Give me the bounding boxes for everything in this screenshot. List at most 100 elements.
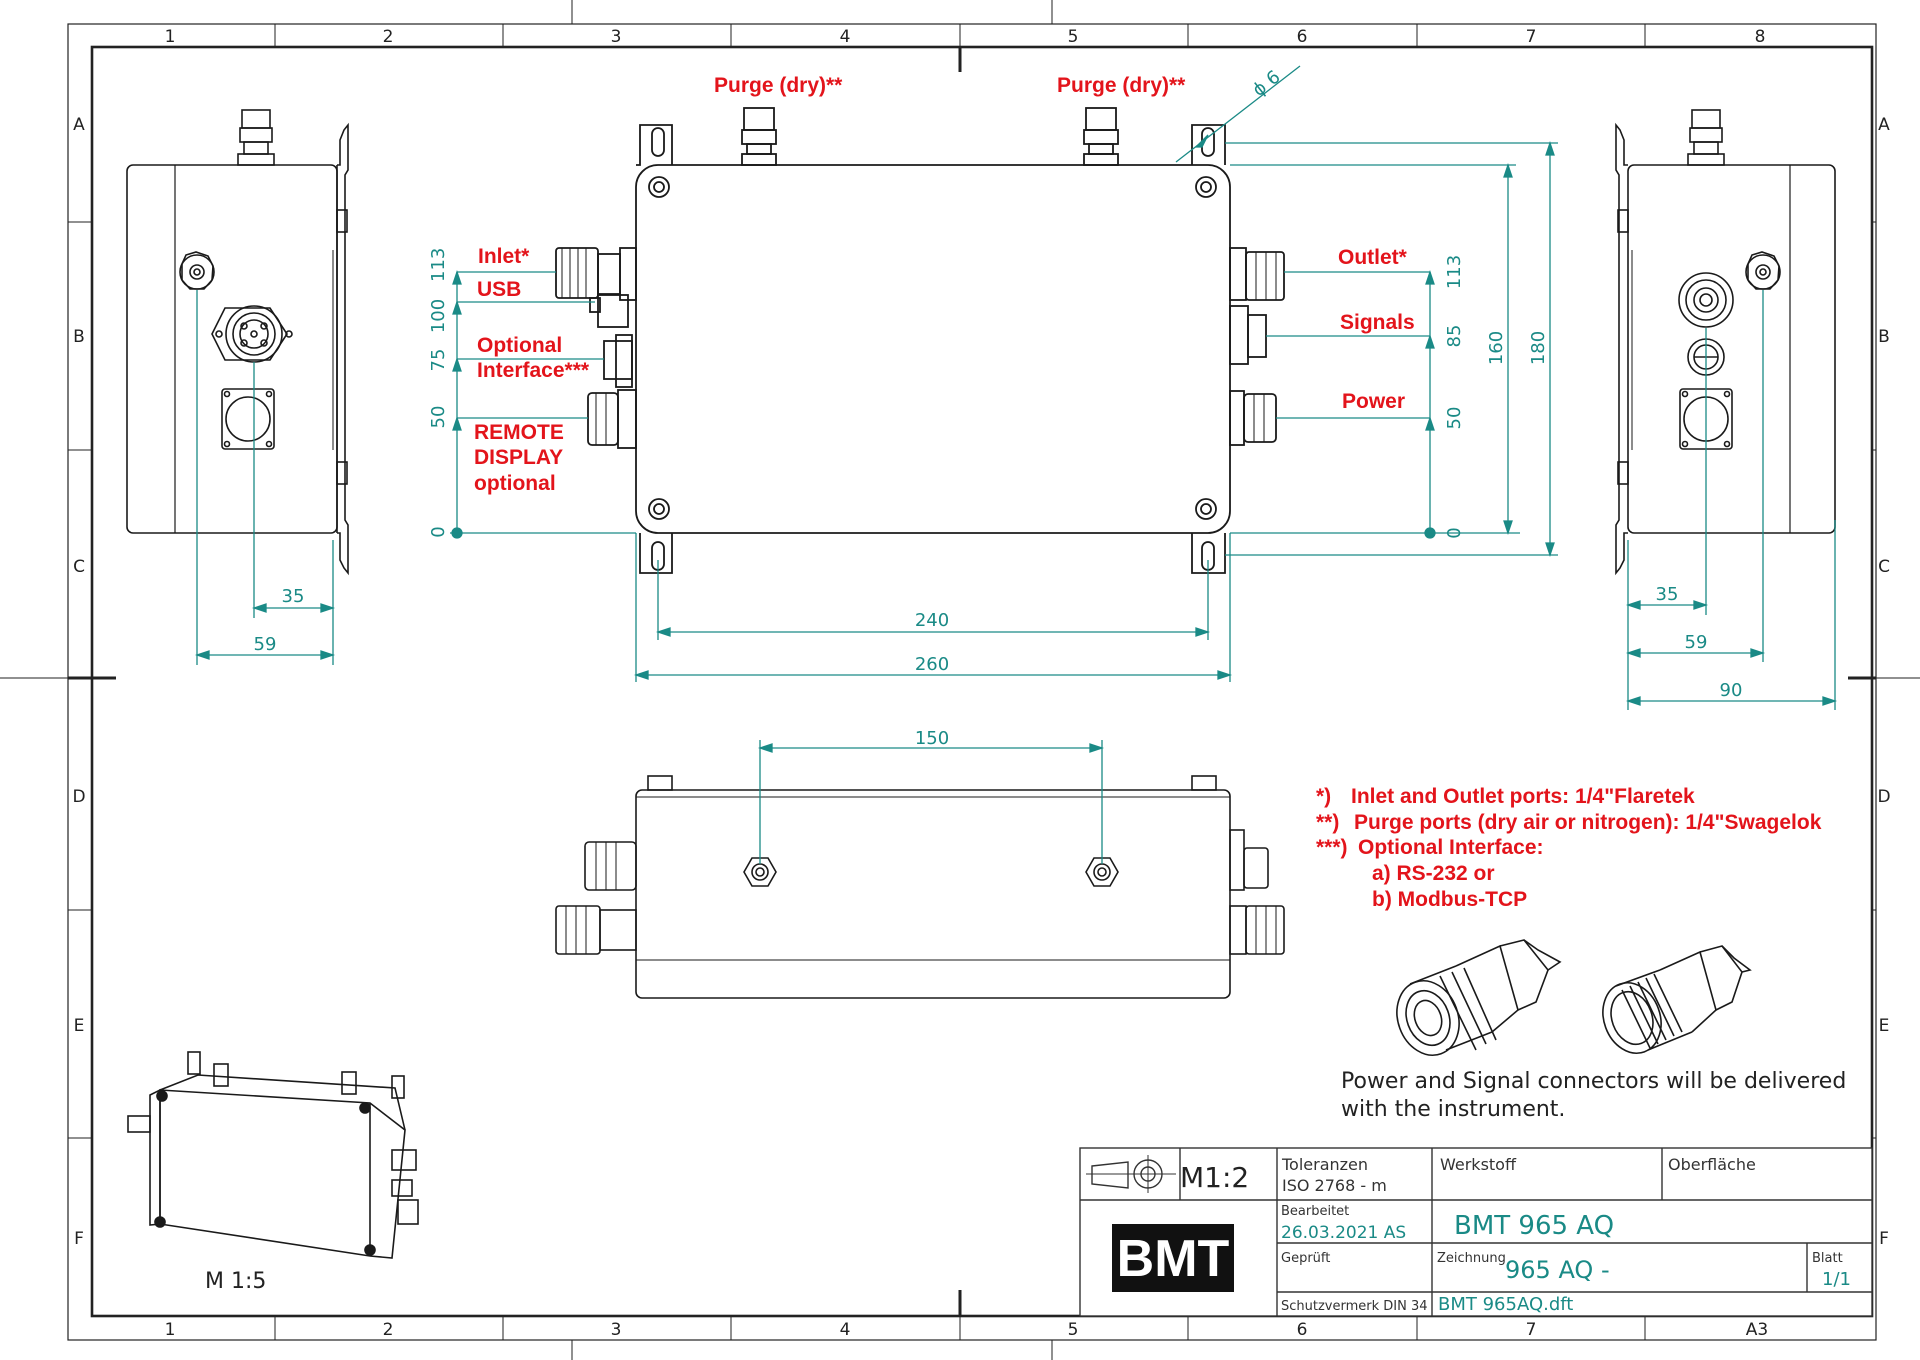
- row-label-left-d: D: [72, 787, 85, 807]
- toleranzen-value: ISO 2768 - m: [1282, 1176, 1387, 1195]
- dim-left-0: 0: [428, 526, 449, 537]
- col-label-top-8: 8: [1755, 27, 1766, 47]
- blatt-label: Blatt: [1812, 1251, 1843, 1266]
- dim-right-50: 50: [1444, 407, 1465, 430]
- oberflaeche-label: Oberfläche: [1668, 1155, 1756, 1174]
- remote-display-label-3: optional: [474, 472, 556, 495]
- row-label-right-c: C: [1878, 557, 1890, 577]
- col-label-top-3: 3: [611, 27, 622, 47]
- row-label-right-e: E: [1879, 1016, 1890, 1036]
- connector-illustrations: [1396, 939, 1752, 1056]
- col-label-bottom-6: 6: [1297, 1320, 1308, 1340]
- bottom-view-dimensions: [757, 740, 1105, 864]
- dim-right-85: 85: [1444, 325, 1465, 348]
- dim-left-100: 100: [428, 299, 449, 333]
- dim-left-75: 75: [428, 349, 449, 372]
- dim-left-113: 113: [428, 248, 449, 282]
- blatt-value: 1/1: [1822, 1269, 1851, 1290]
- right-view-dimensions: [1625, 290, 1838, 710]
- left-side-view: [126, 109, 349, 576]
- zeichnung-value: 965 AQ -: [1505, 1256, 1610, 1284]
- remote-display-label-2: DISPLAY: [474, 446, 563, 469]
- col-label-bottom-4: 4: [840, 1320, 851, 1340]
- note-2-text: Purge ports (dry air or nitrogen): 1/4"S…: [1354, 811, 1822, 834]
- left-view-dim-35: 35: [282, 586, 305, 607]
- note-3b-text: b) Modbus-TCP: [1372, 888, 1527, 911]
- col-label-bottom-7: 7: [1526, 1320, 1537, 1340]
- col-label-top-4: 4: [840, 27, 851, 47]
- dim-260: 260: [915, 654, 949, 675]
- signal-connector-illustration: [1602, 945, 1752, 1054]
- col-label-top-6: 6: [1297, 27, 1308, 47]
- zeichnung-label: Zeichnung: [1437, 1251, 1506, 1266]
- row-label-left-a: A: [73, 115, 85, 135]
- note-3-mark: ***): [1316, 836, 1348, 859]
- right-side-view: [1615, 109, 1836, 576]
- col-label-top-1: 1: [165, 27, 176, 47]
- port-labels: Purge (dry)** Purge (dry)** Inlet* USB O…: [474, 74, 1415, 495]
- dim-180: 180: [1528, 331, 1549, 365]
- dim-phi-6: ϕ 6: [1249, 66, 1285, 100]
- note-3-text: Optional Interface:: [1358, 836, 1544, 859]
- bmt-logo: [1112, 1224, 1234, 1292]
- col-label-bottom-5: 5: [1068, 1320, 1079, 1340]
- connector-note-line-1: Power and Signal connectors will be deli…: [1341, 1069, 1846, 1094]
- note-3a-text: a) RS-232 or: [1372, 862, 1495, 885]
- isometric-scale-label: M 1:5: [205, 1269, 266, 1294]
- purge-label-right: Purge (dry)**: [1057, 74, 1186, 97]
- right-view-dim-59: 59: [1685, 632, 1708, 653]
- front-view-dimensions: [450, 65, 1558, 682]
- optional-interface-label-1: Optional: [477, 334, 562, 357]
- row-label-right-a: A: [1878, 115, 1890, 135]
- signals-label: Signals: [1340, 311, 1415, 334]
- notes: *) Inlet and Outlet ports: 1/4"Flaretek …: [1316, 785, 1822, 911]
- purge-label-left: Purge (dry)**: [714, 74, 843, 97]
- row-label-left-b: B: [73, 327, 85, 347]
- werkstoff-label: Werkstoff: [1440, 1155, 1517, 1174]
- power-connector-illustration: [1396, 939, 1562, 1056]
- left-view-dimensions: [194, 290, 336, 665]
- connector-note-line-2: with the instrument.: [1341, 1097, 1565, 1122]
- row-label-left-e: E: [74, 1016, 85, 1036]
- row-label-right-f: F: [1879, 1229, 1889, 1249]
- schutzvermerk-label: Schutzvermerk DIN 34: [1281, 1299, 1428, 1314]
- toleranzen-label: Toleranzen: [1281, 1155, 1368, 1174]
- dim-right-113: 113: [1444, 255, 1465, 289]
- col-label-bottom-3: 3: [611, 1320, 622, 1340]
- col-label-top-5: 5: [1068, 27, 1079, 47]
- isometric-view: [127, 1051, 419, 1259]
- row-label-right-b: B: [1878, 327, 1890, 347]
- bearbeitet-value: 26.03.2021 AS: [1281, 1223, 1406, 1243]
- drawing-title: BMT 965 AQ: [1454, 1211, 1614, 1241]
- bottom-view: [555, 775, 1285, 999]
- front-view-dim-texts: 113 100 75 50 0 113 85 50 0 160 180 ϕ 6 …: [428, 66, 1549, 675]
- zone-labels: 1 2 3 4 5 6 7 8 1 2 3 4 5 6 7 A3 A B C D…: [72, 27, 1890, 1340]
- note-1-mark: *): [1316, 785, 1331, 808]
- remote-display-label-1: REMOTE: [474, 421, 564, 444]
- sheet-size-label: A3: [1746, 1320, 1768, 1340]
- col-label-top-2: 2: [383, 27, 394, 47]
- dim-160: 160: [1486, 331, 1507, 365]
- outlet-label: Outlet*: [1338, 246, 1408, 269]
- scale-value: M1:2: [1180, 1161, 1249, 1194]
- inlet-label: Inlet*: [478, 245, 530, 268]
- row-label-left-f: F: [74, 1229, 84, 1249]
- right-view-dim-90: 90: [1720, 680, 1743, 701]
- col-label-top-7: 7: [1526, 27, 1537, 47]
- dim-left-50: 50: [428, 406, 449, 429]
- usb-label: USB: [477, 278, 521, 301]
- dim-240: 240: [915, 610, 949, 631]
- row-label-left-c: C: [73, 557, 85, 577]
- drawing-file-name: BMT 965AQ.dft: [1438, 1294, 1573, 1315]
- note-1-text: Inlet and Outlet ports: 1/4"Flaretek: [1351, 785, 1695, 808]
- bearbeitet-label: Bearbeitet: [1281, 1204, 1349, 1219]
- gepruft-label: Geprüft: [1281, 1251, 1330, 1266]
- row-label-right-d: D: [1877, 787, 1890, 807]
- optional-interface-label-2: Interface***: [477, 359, 590, 382]
- front-view-body: [555, 107, 1285, 574]
- col-label-bottom-2: 2: [383, 1320, 394, 1340]
- bmt-logo-text: BMT: [1117, 1230, 1230, 1288]
- bottom-view-dim-150: 150: [915, 728, 949, 749]
